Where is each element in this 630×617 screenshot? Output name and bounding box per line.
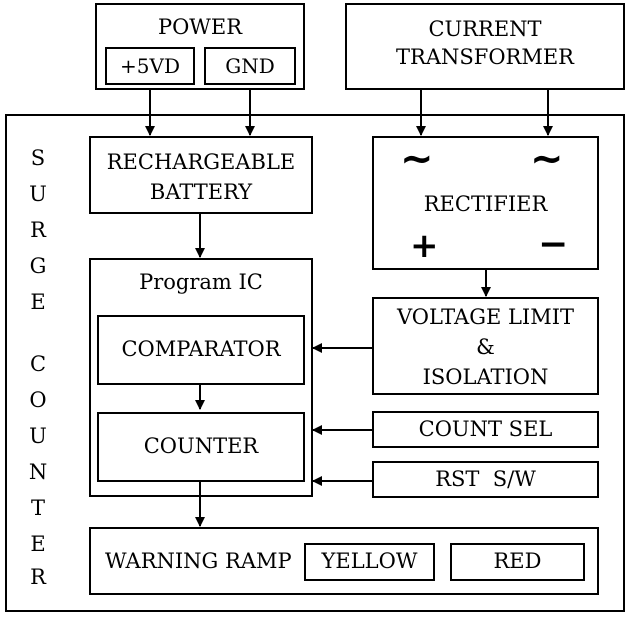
rectifier-block: ~ ~ RECTIFIER + − <box>372 136 599 270</box>
side-letter: E <box>30 290 46 314</box>
count-sel-label: COUNT SEL <box>418 416 553 441</box>
red-lamp: RED <box>450 543 585 581</box>
count-sel-block: COUNT SEL <box>372 411 599 448</box>
ac-symbol-right: ~ <box>530 136 564 182</box>
power-title: POWER <box>157 15 243 39</box>
minus-terminal: − <box>538 224 569 265</box>
side-letter: S <box>30 146 46 170</box>
transformer-line1: CURRENT <box>428 17 542 41</box>
power-block: POWER +5VD GND <box>95 3 305 90</box>
battery-line1: RECHARGEABLE <box>106 150 296 174</box>
side-letter: U <box>29 182 47 206</box>
yellow-lamp: YELLOW <box>304 543 435 581</box>
warning-ramp-block: WARNING RAMP YELLOW RED <box>89 527 599 595</box>
rst-switch-block: RST S/W <box>372 461 599 498</box>
side-letter: U <box>29 424 47 448</box>
side-letter: R <box>30 218 46 242</box>
voltage-line1: VOLTAGE LIMIT <box>396 305 575 329</box>
voltage-line2: & <box>476 335 495 359</box>
side-letter: C <box>29 352 47 376</box>
red-label: RED <box>493 549 542 574</box>
side-letter: R <box>30 565 46 589</box>
power-plus-label: +5VD <box>120 54 180 78</box>
rectifier-label: RECTIFIER <box>423 192 548 216</box>
program-ic-title: Program IC <box>139 270 263 294</box>
voltage-limit-isolation-block: VOLTAGE LIMIT & ISOLATION <box>372 297 599 395</box>
battery-line2: BATTERY <box>149 180 253 204</box>
counter-label: COUNTER <box>143 434 259 459</box>
side-letter: N <box>28 460 48 484</box>
rechargeable-battery-block: RECHARGEABLE BATTERY <box>89 136 313 214</box>
program-ic-block: Program IC COMPARATOR COUNTER <box>89 258 313 497</box>
side-letter: G <box>29 254 47 278</box>
power-gnd-label: GND <box>225 54 275 78</box>
warning-label: WARNING RAMP <box>105 549 292 573</box>
counter-block: COUNTER <box>97 412 305 482</box>
power-plus-5vd: +5VD <box>105 47 195 85</box>
voltage-line3: ISOLATION <box>422 365 549 389</box>
side-letter: O <box>29 388 47 412</box>
side-letter: T <box>30 496 45 520</box>
ac-symbol-left: ~ <box>400 136 434 182</box>
comparator-label: COMPARATOR <box>121 337 281 362</box>
plus-terminal: + <box>410 226 439 266</box>
side-letter: E <box>30 532 46 556</box>
transformer-line2: TRANSFORMER <box>396 45 574 69</box>
current-transformer-block: CURRENT TRANSFORMER <box>345 3 625 90</box>
yellow-label: YELLOW <box>321 549 418 574</box>
rst-label: RST S/W <box>435 466 536 491</box>
power-gnd: GND <box>204 47 296 85</box>
